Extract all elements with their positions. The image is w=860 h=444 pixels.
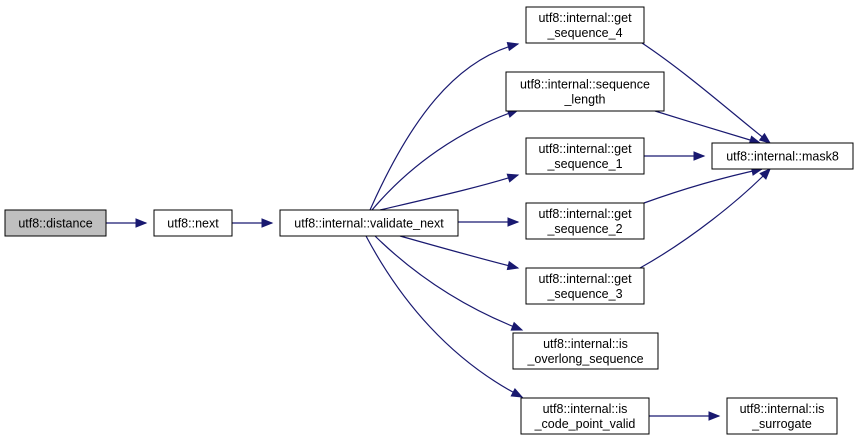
node-box[interactable]: [525, 137, 645, 175]
edge-get-sequence-4-to-mask8: [641, 42, 772, 144]
edge-arrowhead: [759, 168, 771, 180]
node-distance[interactable]: utf8::distance: [4, 209, 107, 237]
node-label-line: utf8::internal::get: [538, 142, 632, 156]
node-box[interactable]: [505, 71, 665, 112]
node-validate-next[interactable]: utf8::internal::validate_next: [279, 209, 459, 237]
node-get-sequence-2[interactable]: utf8::internal::get_sequence_2: [525, 202, 645, 240]
edge-arrowhead: [510, 387, 524, 398]
node-sequence-length[interactable]: utf8::internal::sequence_length: [505, 71, 665, 112]
node-box[interactable]: [525, 6, 645, 44]
node-label-line: utf8::internal::get: [538, 207, 632, 221]
edge-line: [654, 110, 761, 144]
edge-line: [374, 235, 523, 331]
edge-arrowhead: [506, 41, 520, 52]
edge-arrowhead: [708, 411, 721, 421]
node-get-sequence-3[interactable]: utf8::internal::get_sequence_3: [525, 267, 645, 305]
edge-arrowhead: [758, 132, 772, 144]
edge-get-sequence-1-to-mask8: [644, 151, 706, 161]
edge-arrowhead: [693, 151, 706, 161]
node-label-line: _length: [563, 93, 605, 107]
node-get-sequence-1[interactable]: utf8::internal::get_sequence_1: [525, 137, 645, 175]
edge-validate-next-to-get-sequence-2: [458, 217, 520, 227]
node-label-line: utf8::next: [167, 217, 219, 231]
edge-line: [371, 109, 519, 211]
node-mask8[interactable]: utf8::internal::mask8: [711, 142, 854, 170]
node-label-line: _sequence_3: [546, 287, 622, 301]
edge-validate-next-to-is-overlong-sequence: [374, 235, 524, 331]
edge-line: [365, 235, 523, 398]
edge-arrowhead: [510, 321, 524, 331]
node-label-line: utf8::internal::mask8: [726, 150, 839, 164]
node-box[interactable]: [726, 397, 838, 435]
edge-validate-next-to-get-sequence-3: [399, 235, 520, 271]
edge-is-code-point-valid-to-is-surrogate: [649, 411, 721, 421]
node-label-line: _sequence_2: [546, 222, 622, 236]
edge-arrowhead: [261, 218, 274, 228]
node-is-code-point-valid[interactable]: utf8::internal::is_code_point_valid: [520, 397, 650, 435]
edge-get-sequence-2-to-mask8: [643, 166, 764, 204]
node-label-line: utf8::internal::is: [740, 402, 825, 416]
edge-validate-next-to-get-sequence-4: [369, 41, 520, 211]
edge-distance-to-next: [106, 218, 148, 228]
node-box[interactable]: [512, 332, 659, 370]
node-label-line: utf8::internal::get: [538, 272, 632, 286]
edge-validate-next-to-is-code-point-valid: [365, 235, 524, 398]
edge-line: [399, 235, 519, 269]
node-label-line: _sequence_1: [546, 157, 622, 171]
node-label-line: utf8::distance: [18, 217, 92, 231]
node-box[interactable]: [153, 209, 233, 237]
node-box[interactable]: [711, 142, 854, 170]
node-box[interactable]: [279, 209, 459, 237]
node-is-overlong-sequence[interactable]: utf8::internal::is_overlong_sequence: [512, 332, 659, 370]
edge-line: [639, 168, 771, 269]
node-label-line: _sequence_4: [546, 26, 622, 40]
node-label-line: utf8::internal::is: [543, 402, 628, 416]
node-next[interactable]: utf8::next: [153, 209, 233, 237]
node-label-line: _overlong_sequence: [526, 352, 643, 366]
edge-sequence-length-to-mask8: [654, 110, 762, 145]
edge-arrowhead: [507, 217, 520, 227]
edge-line: [641, 42, 771, 144]
edge-arrowhead: [135, 218, 148, 228]
edge-arrowhead: [506, 173, 520, 183]
node-box[interactable]: [525, 267, 645, 305]
edge-validate-next-to-get-sequence-1: [379, 173, 520, 211]
node-box[interactable]: [520, 397, 650, 435]
edge-get-sequence-3-to-mask8: [639, 168, 771, 269]
node-label-line: _surrogate: [751, 417, 812, 431]
edge-line: [379, 174, 519, 211]
node-is-surrogate[interactable]: utf8::internal::is_surrogate: [726, 397, 838, 435]
edge-arrowhead: [506, 260, 520, 271]
node-label-line: _code_point_valid: [534, 417, 636, 431]
edge-next-to-validate-next: [232, 218, 274, 228]
node-box[interactable]: [525, 202, 645, 240]
node-get-sequence-4[interactable]: utf8::internal::get_sequence_4: [525, 6, 645, 44]
edge-line: [369, 43, 519, 211]
edge-line: [643, 168, 763, 204]
node-label-line: utf8::internal::sequence: [520, 78, 650, 92]
node-label-line: utf8::internal::get: [538, 11, 632, 25]
node-label-line: utf8::internal::is: [543, 337, 628, 351]
node-label-line: utf8::internal::validate_next: [294, 217, 444, 231]
node-box[interactable]: [4, 209, 107, 237]
